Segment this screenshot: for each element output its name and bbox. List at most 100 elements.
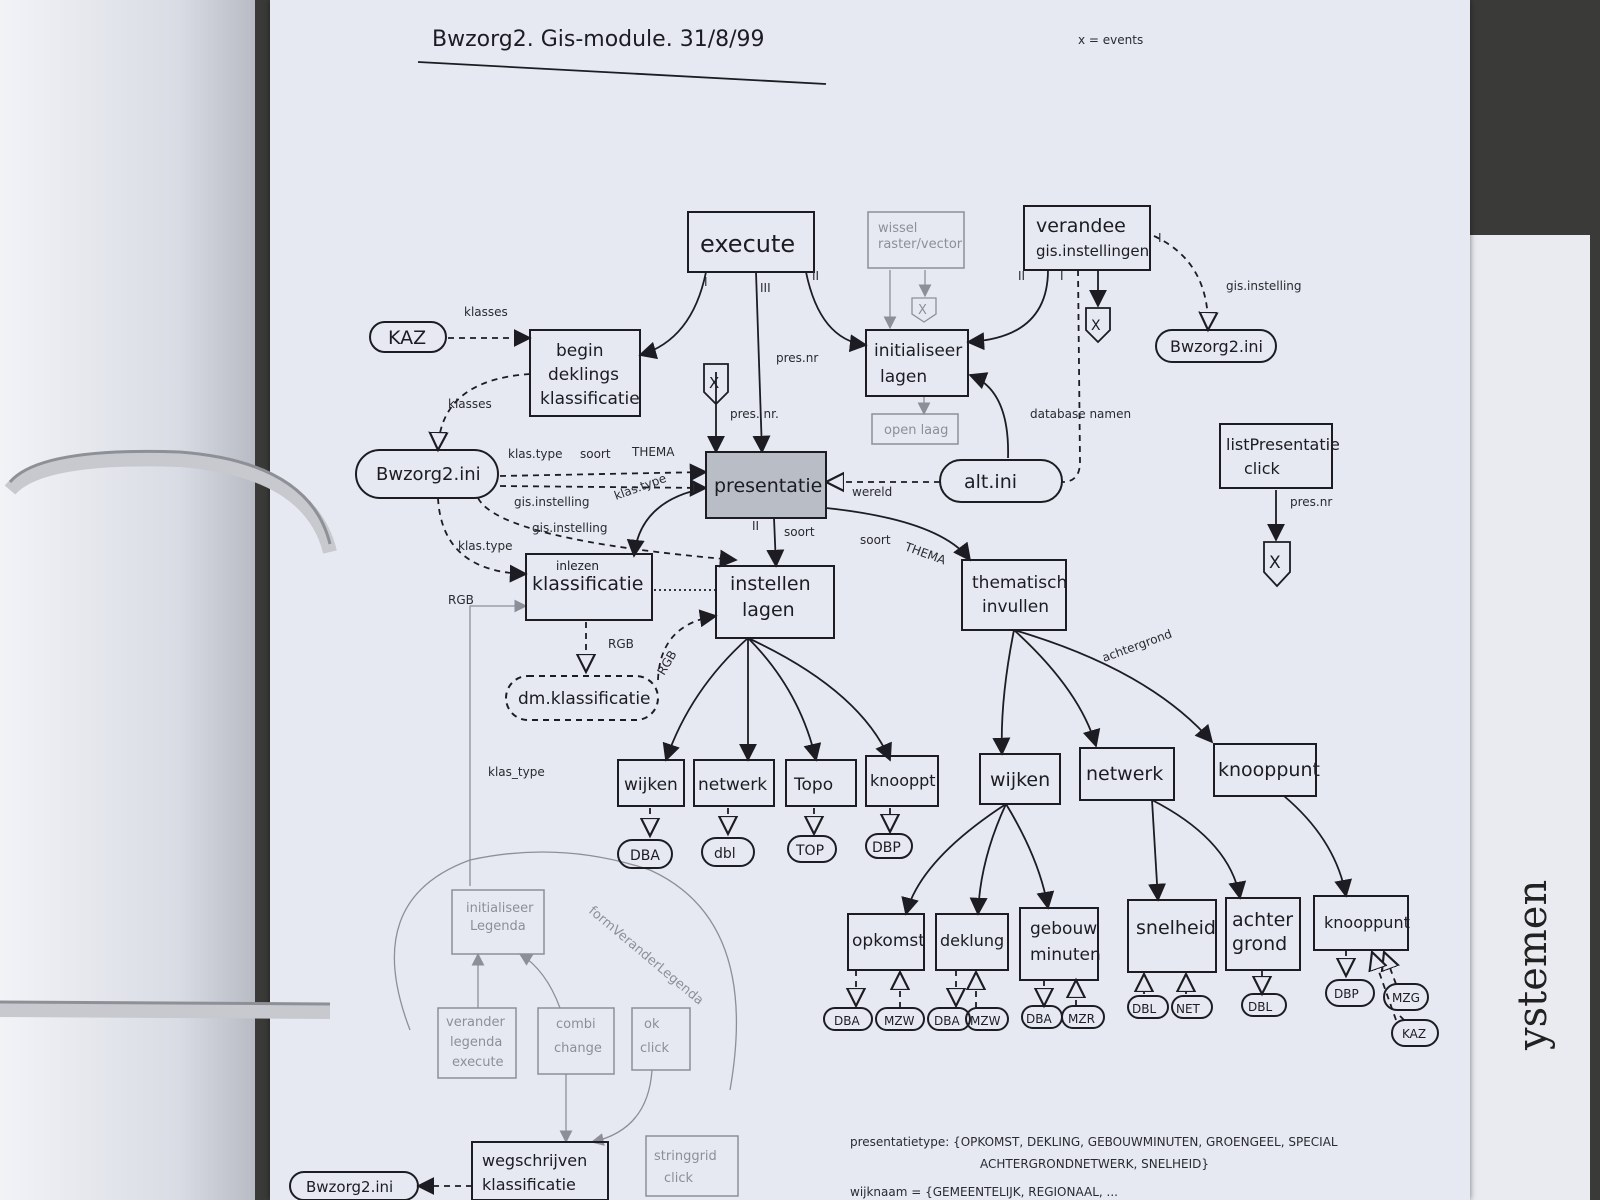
node-t-wijken-label: wijken bbox=[990, 769, 1050, 791]
svg-text:combi: combi bbox=[556, 1017, 596, 1032]
edge-ini-instellen bbox=[477, 497, 738, 568]
svg-text:klas_type: klas_type bbox=[488, 765, 545, 779]
node-instellen: instellen lagen bbox=[715, 565, 835, 639]
node-open-laag: open laag bbox=[871, 413, 959, 445]
legend-note: x = events bbox=[1078, 33, 1143, 47]
edge-presentatie-klassificatie bbox=[626, 487, 707, 558]
svg-text:THEMA: THEMA bbox=[902, 539, 948, 567]
node-klassificatie: inlezen klassificatie bbox=[525, 553, 653, 621]
node-init-legenda: initialiseer Legenda bbox=[451, 889, 545, 955]
svg-text:MZG: MZG bbox=[1392, 991, 1420, 1005]
footer-line-2: ACHTERGRONDNETWERK, SNELHEID} bbox=[980, 1157, 1209, 1171]
node-l-netwerk: netwerk bbox=[693, 759, 775, 807]
svg-text:I: I bbox=[1060, 269, 1064, 283]
node-thematisch-label-1: thematisch bbox=[972, 573, 1067, 593]
footer-notes: presentatietype: {OPKOMST, DEKLING, GEBO… bbox=[850, 1135, 1338, 1199]
node-t-knooppunt: knooppunt bbox=[1213, 743, 1320, 797]
event-list bbox=[1263, 541, 1291, 588]
node-execute-label: execute bbox=[700, 230, 795, 258]
svg-text:II: II bbox=[752, 519, 759, 533]
svg-text:pres.nr: pres.nr bbox=[1290, 495, 1332, 509]
node-ok-click: ok click bbox=[631, 1007, 691, 1071]
node-l-knooppt-label: knooppt bbox=[870, 771, 936, 790]
node-deklung-label: deklung bbox=[940, 931, 1004, 950]
node-alt-ini: alt.ini bbox=[939, 459, 1063, 503]
node-verandee-label-1: verandee bbox=[1036, 215, 1126, 237]
binder-ring-bottom bbox=[0, 1003, 331, 1019]
edge-combi-init bbox=[518, 953, 561, 1009]
node-wissel-label-1: wissel bbox=[878, 221, 917, 236]
node-instellen-label-1: instellen bbox=[730, 573, 811, 595]
svg-text:klasses: klasses bbox=[448, 397, 492, 411]
node-db-top-label: TOP bbox=[795, 843, 824, 859]
edge-execute-presentatie bbox=[752, 271, 771, 454]
node-l-topo: Topo bbox=[785, 759, 857, 807]
node-gebouw-label-1: gebouw bbox=[1030, 919, 1097, 939]
node-bwzorg-ini-top: Bwzorg2.ini bbox=[1155, 329, 1277, 363]
svg-text:NET: NET bbox=[1176, 1002, 1201, 1016]
svg-text:soort: soort bbox=[580, 447, 611, 461]
svg-text:achtergrond: achtergrond bbox=[1100, 627, 1174, 665]
node-kaz: KAZ bbox=[369, 321, 447, 353]
edge-verandee-altini bbox=[1061, 269, 1081, 483]
node-stringgrid: stringgrid click bbox=[645, 1135, 739, 1197]
edge-verandee-initialiseer bbox=[966, 269, 1049, 351]
node-wissel-label-2: raster/vector bbox=[878, 237, 963, 252]
node-t-knooppunt-label: knooppunt bbox=[1218, 759, 1320, 781]
form-label: formVeranderLegenda bbox=[585, 904, 706, 1009]
svg-text:RGB: RGB bbox=[654, 648, 679, 677]
svg-text:wereld: wereld bbox=[852, 485, 892, 499]
event-presentatie bbox=[703, 363, 729, 406]
edge-begin-ini bbox=[438, 373, 531, 450]
binder-ring-top bbox=[4, 452, 337, 554]
node-db-dbp: DBP bbox=[865, 833, 913, 859]
node-combi-change: combi change bbox=[537, 1007, 615, 1075]
node-snelheid: snelheid bbox=[1127, 899, 1217, 973]
svg-text:DBA: DBA bbox=[834, 1014, 860, 1028]
svg-text:II: II bbox=[812, 269, 819, 283]
svg-text:gis.instelling: gis.instelling bbox=[1226, 279, 1302, 293]
svg-text:KAZ: KAZ bbox=[1402, 1027, 1426, 1041]
svg-text:database namen: database namen bbox=[1030, 407, 1131, 421]
svg-text:MZW: MZW bbox=[970, 1014, 1001, 1028]
edge-ini-presentatie-2 bbox=[499, 478, 708, 497]
edge-netwerk-achtergrond bbox=[1151, 799, 1247, 900]
node-knooppunt2-label: knooppunt bbox=[1324, 913, 1410, 932]
node-snelheid-label: snelheid bbox=[1136, 917, 1216, 939]
event-verandee-label: X bbox=[1091, 318, 1101, 334]
node-verandee-label-2: gis.instellingen bbox=[1036, 242, 1149, 260]
event-verandee bbox=[1085, 307, 1111, 344]
edge-ini-presentatie-1 bbox=[499, 463, 708, 482]
edge-instellen-topo bbox=[747, 637, 822, 762]
svg-text:soort: soort bbox=[784, 525, 815, 539]
svg-text:MZR: MZR bbox=[1068, 1012, 1095, 1026]
edge-execute-initialiseer bbox=[805, 271, 868, 353]
node-verandee: verandee gis.instellingen bbox=[1023, 205, 1151, 271]
svg-text:MZW: MZW bbox=[884, 1014, 915, 1028]
node-kaz-label: KAZ bbox=[388, 327, 426, 349]
node-db-dbp-label: DBP bbox=[872, 840, 901, 856]
node-list-label-2: click bbox=[1244, 459, 1280, 478]
node-db-dbl-label: dbl bbox=[714, 846, 736, 862]
node-alt-ini-label: alt.ini bbox=[964, 471, 1017, 493]
node-knooppunt2: knooppunt bbox=[1313, 895, 1410, 951]
svg-text:DBA: DBA bbox=[934, 1014, 960, 1028]
svg-text:I: I bbox=[704, 275, 708, 289]
edge-thematisch-knooppunt bbox=[1013, 629, 1214, 744]
node-verander-legenda: verander legenda execute bbox=[437, 1007, 517, 1079]
svg-text:click: click bbox=[664, 1171, 694, 1186]
svg-text:change: change bbox=[554, 1041, 602, 1056]
svg-text:II: II bbox=[1018, 269, 1025, 283]
node-dm-klassificatie: dm.klassificatie bbox=[505, 675, 659, 721]
event-markers: X X X X bbox=[703, 297, 1291, 588]
edge-leaf-11 bbox=[1384, 952, 1396, 985]
node-instellen-label-2: lagen bbox=[742, 599, 795, 621]
svg-text:Bwzorg2.ini: Bwzorg2.ini bbox=[306, 1178, 393, 1196]
svg-text:pres.nr: pres.nr bbox=[776, 351, 818, 365]
node-t-netwerk-label: netwerk bbox=[1086, 763, 1163, 785]
edge-instellen-wijken bbox=[662, 637, 749, 762]
svg-text:klas.type: klas.type bbox=[458, 539, 513, 553]
edge-execute-begin bbox=[638, 271, 707, 360]
node-initialiseer: initialiseer lagen bbox=[865, 329, 969, 397]
node-l-wijken-label: wijken bbox=[624, 775, 678, 795]
